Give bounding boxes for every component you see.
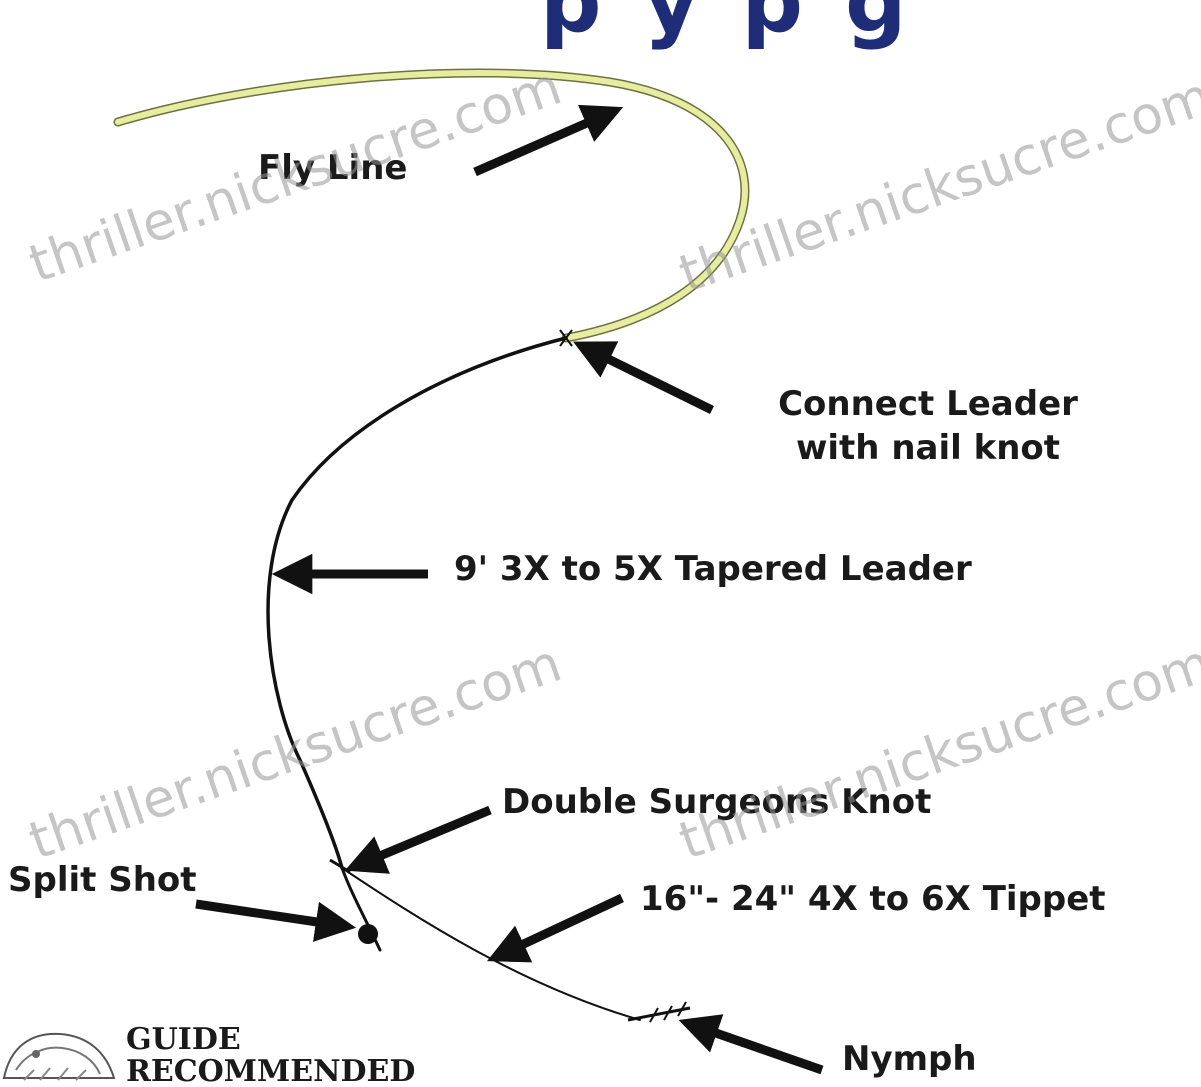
split-shot-dropper [340,866,382,952]
tippet-arrow [486,893,624,963]
connect-leader-label-line2: with nail knot [795,428,1061,468]
badge-line2: RECOMMENDED [126,1054,416,1087]
nymph-fly [627,1001,691,1023]
connect-leader-label-line1: Connect Leader [778,384,1078,424]
connect-leader-label: Connect Leader with nail knot [770,382,1086,470]
guide-recommended-badge: GUIDE RECOMMENDED [0,1018,440,1087]
tapered-leader-label: 9' 3X to 5X Tapered Leader [454,549,972,589]
nymph-label: Nymph [842,1039,977,1079]
split-shot-label: Split Shot [8,860,197,900]
badge-line1: GUIDE [126,1022,241,1057]
title-fragment: p y p g [540,0,913,52]
connect-leader-arrow [573,341,714,415]
split-shot-weight [358,924,378,944]
fly-line [115,70,748,341]
badge-emblem-icon [2,1032,116,1081]
fly-line-arrow [473,104,624,177]
nail-knot-mark [559,329,573,347]
tippet-label: 16"- 24" 4X to 6X Tippet [640,879,1106,919]
fly-line-label: Fly Line [258,148,408,188]
surgeons-knot-arrow [344,805,492,874]
nymph-arrow [678,1014,824,1075]
fly-line-outline [113,68,750,343]
tapered-leader-line [266,336,568,870]
tippet-line [341,867,641,1021]
double-surgeons-knot-label: Double Surgeons Knot [502,782,932,822]
split-shot-arrow [195,899,357,942]
